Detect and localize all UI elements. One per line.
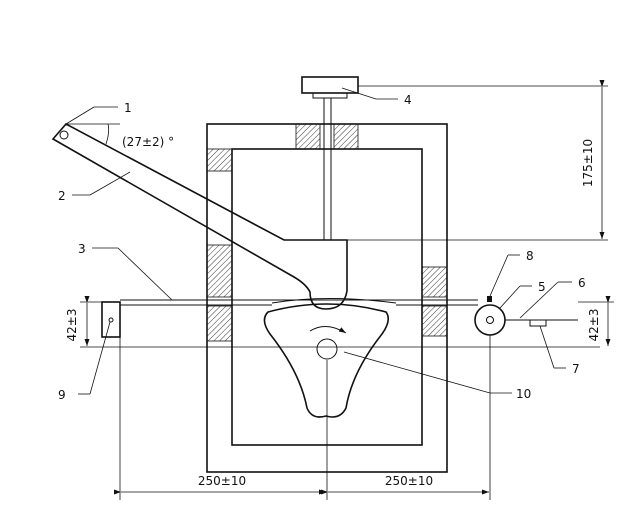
anvil-center-hole bbox=[316, 338, 338, 360]
callout-5: 5 bbox=[538, 280, 546, 294]
hatch-block-left-1 bbox=[206, 148, 233, 172]
dim-250-right-label: 250±10 bbox=[385, 474, 433, 488]
hatch-block-left-2 bbox=[206, 244, 233, 298]
angle-arc bbox=[105, 123, 110, 145]
dim-42-left-label: 42±3 bbox=[65, 309, 79, 342]
callout-3: 3 bbox=[78, 242, 86, 256]
leader-5 bbox=[499, 285, 521, 309]
roller-weight bbox=[529, 319, 547, 327]
rotating-anvil bbox=[263, 303, 390, 418]
right-roller-inner bbox=[486, 316, 494, 324]
callout-1: 1 bbox=[124, 101, 132, 115]
leader-4 bbox=[341, 87, 377, 100]
specimen-strip-curve bbox=[271, 298, 397, 304]
leader-2-diag bbox=[89, 171, 131, 196]
callout-9: 9 bbox=[58, 388, 66, 402]
right-roller-outer bbox=[474, 304, 506, 336]
roller-pin bbox=[487, 296, 492, 302]
hatch-block-left-3 bbox=[206, 305, 233, 342]
callout-7: 7 bbox=[572, 362, 580, 376]
hatch-block-right-1 bbox=[421, 266, 448, 298]
angle-label: (27±2) ° bbox=[122, 135, 174, 149]
callout-10: 10 bbox=[516, 387, 531, 401]
leader-9-diag bbox=[89, 321, 111, 395]
callout-4: 4 bbox=[404, 93, 412, 107]
leader-10 bbox=[343, 351, 491, 394]
pivot-hole bbox=[59, 130, 69, 140]
dim-42-right-label: 42±3 bbox=[587, 309, 601, 342]
rotation-arrow bbox=[309, 326, 347, 334]
left-clamp-pin bbox=[108, 317, 114, 323]
dim-175-label: 175±10 bbox=[581, 139, 595, 187]
leader-8 bbox=[489, 254, 509, 297]
hatch-block-top-right bbox=[333, 123, 359, 150]
weight-stem-base bbox=[312, 92, 348, 99]
lever-arm bbox=[51, 122, 348, 310]
left-clamp-block bbox=[101, 301, 121, 338]
dim-250-left-label: 250±10 bbox=[198, 474, 246, 488]
leader-6 bbox=[519, 281, 559, 319]
leader-1 bbox=[65, 106, 95, 125]
hatch-block-top-left bbox=[295, 123, 321, 150]
leader-7 bbox=[539, 325, 555, 369]
callout-6: 6 bbox=[578, 276, 586, 290]
callout-8: 8 bbox=[526, 249, 534, 263]
leader-3-diag bbox=[117, 247, 173, 301]
callout-2: 2 bbox=[58, 189, 66, 203]
hatch-block-right-2 bbox=[421, 305, 448, 337]
